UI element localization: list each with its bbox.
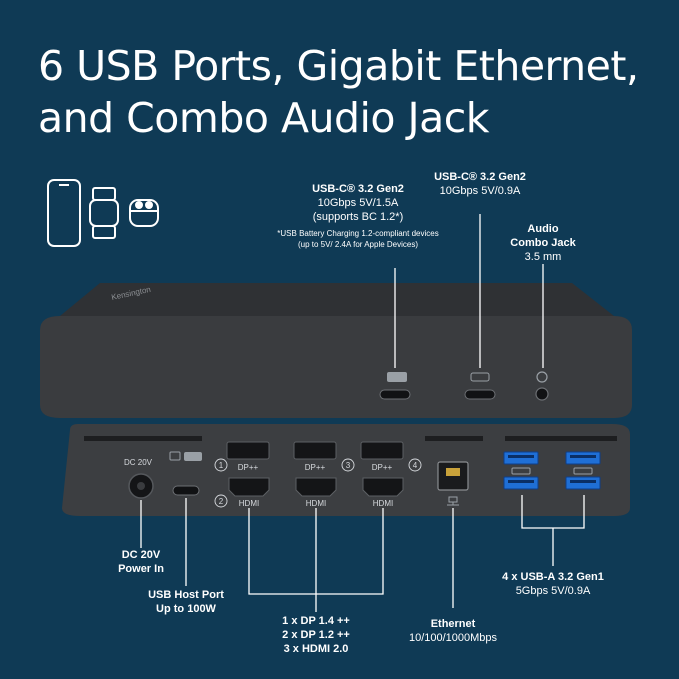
earbuds-icon [129,199,159,227]
headset-icon [536,371,548,383]
usbc-left-title: USB-C® 3.2 Gen2 [312,183,404,195]
dp-label-2: DP++ [305,463,326,472]
port-number-3: 3 [346,461,351,470]
video-line-3: 3 x HDMI 2.0 [283,643,349,655]
dp-label-3: DP++ [372,463,393,472]
usbc-right-title: USB-C® 3.2 Gen2 [434,171,526,183]
port-number-4: 4 [413,461,418,470]
hdmi-label-1: HDMI [239,499,259,508]
hdmi-port-3 [362,477,404,497]
network-icon [447,496,459,506]
watch-icon [89,187,119,239]
dp-port-1 [226,441,270,460]
leader-lines [140,214,585,612]
usb-ss-icon-2 [573,467,593,475]
usbc-left-spec: 10Gbps 5V/1.5A [317,197,399,209]
audio-spec: 3.5 mm [524,251,562,263]
usbc-ss-icon [470,372,490,382]
usba-title: 4 x USB-A 3.2 Gen1 [502,571,604,583]
video-line-1: 1 x DP 1.4 ++ [282,615,350,627]
usbc-charge-icon [387,372,407,382]
host-title-1: USB Host Port [148,589,224,601]
host-charge-icon [184,452,202,461]
usbc-right-spec: 10Gbps 5V/0.9A [439,185,521,197]
usba-spec: 5Gbps 5V/0.9A [515,585,591,597]
usb-host-port [172,485,200,496]
dc-title-1: DC 20V [121,549,161,561]
ethernet-spec: 10/100/1000Mbps [408,632,498,644]
usbc-left-note-1: *USB Battery Charging 1.2-compliant devi… [277,229,439,238]
port-number-2: 2 [219,497,224,506]
usbc-left-label: USB-C® 3.2 Gen2 10Gbps 5V/1.5A (supports… [268,182,448,250]
laptop-icon [169,451,181,461]
usbc-left-bc: (supports BC 1.2*) [312,211,404,223]
dp-label-1: DP++ [238,463,259,472]
audio-title-1: Audio [527,223,559,235]
usbc-left-note-2: (up to 5V/ 2.4A for Apple Devices) [297,240,419,249]
hdmi-label-2: HDMI [306,499,326,508]
phone-icon [47,179,81,247]
ethernet-label: Ethernet 10/100/1000Mbps [403,617,503,645]
ethernet-title: Ethernet [430,618,476,630]
dc-title-2: Power In [118,563,164,575]
dp-port-2 [293,441,337,460]
usbc-right-label: USB-C® 3.2 Gen2 10Gbps 5V/0.9A [420,170,540,198]
usb-ss-icon-1 [511,467,531,475]
headline: 6 USB Ports, Gigabit Ethernet, and Combo… [38,40,658,144]
port-number-1: 1 [219,461,224,470]
headline-line-2: and Combo Audio Jack [38,94,490,142]
video-line-2: 2 x DP 1.2 ++ [282,629,350,641]
audio-jack [535,387,549,401]
audio-label: Audio Combo Jack 3.5 mm [493,222,593,264]
front-dock: Kensington [40,283,632,418]
compatible-devices [47,179,159,247]
hdmi-port-2 [295,477,337,497]
headline-line-1: 6 USB Ports, Gigabit Ethernet, [38,42,639,90]
usbc-port-right [464,389,496,400]
dc-port-text: DC 20V [124,458,153,467]
hdmi-label-3: HDMI [373,499,393,508]
dp-port-3 [360,441,404,460]
video-label: 1 x DP 1.4 ++ 2 x DP 1.2 ++ 3 x HDMI 2.0 [256,614,376,656]
usba-label: 4 x USB-A 3.2 Gen1 5Gbps 5V/0.9A [493,570,613,598]
usbc-port-left [379,389,411,400]
dc-label: DC 20V Power In [101,548,181,576]
audio-title-2: Combo Jack [510,237,576,249]
hdmi-port-1 [228,477,270,497]
host-label: USB Host Port Up to 100W [136,588,236,616]
host-title-2: Up to 100W [156,603,216,615]
back-dock: DC 20V DP++ DP++ DP++ HDMI HDMI HDMI [62,424,630,516]
